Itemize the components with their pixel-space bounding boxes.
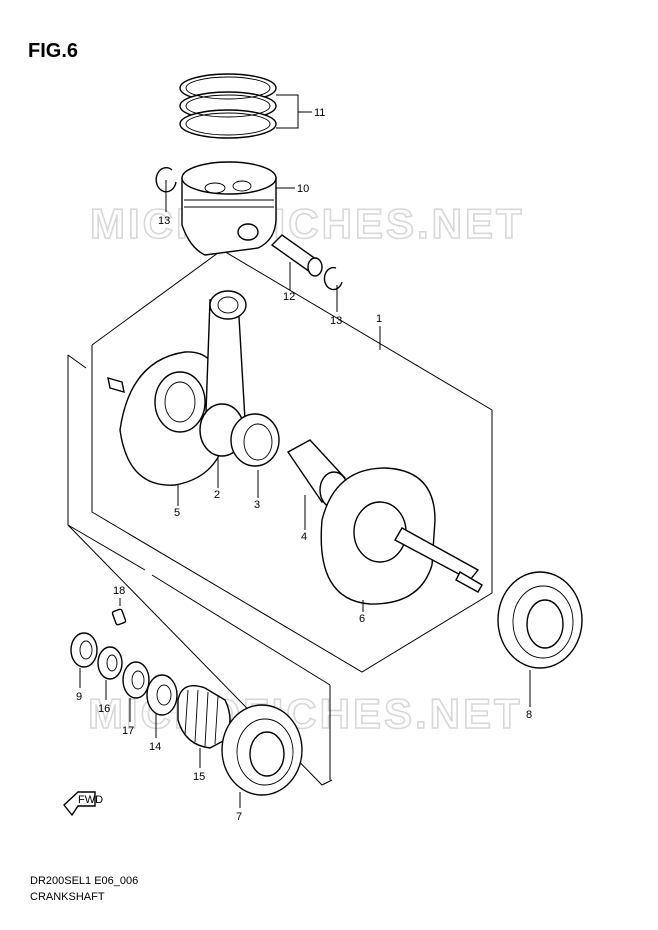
washer: [97, 646, 123, 680]
key: [111, 608, 127, 626]
piston-pin: [270, 234, 323, 277]
piston: [181, 161, 277, 256]
callout-6: 6: [359, 613, 365, 625]
bearing-left: [221, 704, 303, 796]
circlip-right: [323, 266, 343, 291]
callout-14: 14: [149, 741, 161, 753]
callout-9: 9: [76, 691, 82, 703]
callout-17: 17: [122, 725, 134, 737]
diagram-code: DR200SEL1 E06_006: [30, 875, 139, 887]
callout-10: 10: [297, 183, 309, 195]
callout-1: 1: [376, 313, 382, 325]
callout-18: 18: [113, 585, 125, 597]
callout-16: 16: [98, 703, 110, 715]
assembly-name: CRANKSHAFT: [30, 891, 105, 903]
crank-web-left: [107, 351, 226, 486]
piston-rings: [179, 73, 277, 139]
callout-5: 5: [174, 507, 180, 519]
callout-7: 7: [236, 811, 242, 823]
bearing-right: [497, 571, 583, 669]
watermark-top: MICROFICHES.NET: [90, 200, 525, 247]
callout-2: 2: [214, 489, 220, 501]
callout-labels: 11 10 13 12 13 1 2 3 4 5 6 8 18 9 16 17 …: [76, 107, 532, 823]
callout-13-left: 13: [158, 215, 170, 227]
callout-12: 12: [283, 291, 295, 303]
callout-3: 3: [254, 499, 260, 511]
callout-8: 8: [526, 709, 532, 721]
needle-bearing: [230, 413, 280, 467]
fwd-label: FWD: [78, 794, 103, 806]
figure-title: FIG.6: [28, 40, 79, 62]
crank-web-right: [320, 467, 483, 605]
fwd-arrow-icon: FWD: [63, 791, 103, 817]
callout-13-right: 13: [330, 315, 342, 327]
circlip-left: [155, 167, 177, 193]
callout-4: 4: [301, 531, 307, 543]
callout-11: 11: [314, 107, 325, 119]
callout-15: 15: [193, 771, 205, 783]
spacer-gear: [146, 674, 178, 716]
nut: [70, 632, 98, 668]
leader-lines: [79, 94, 531, 808]
lock-washer: [122, 661, 150, 699]
